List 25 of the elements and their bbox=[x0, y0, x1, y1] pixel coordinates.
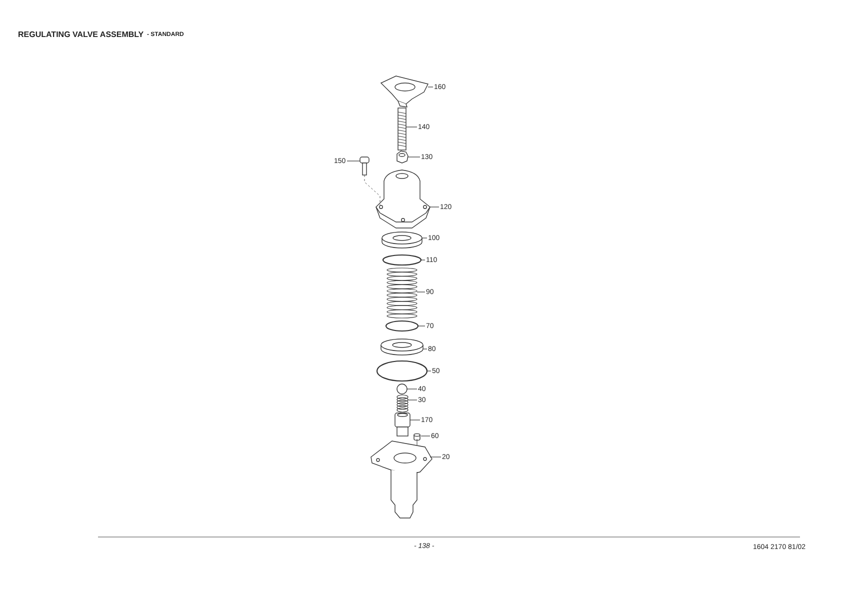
leader-line bbox=[406, 388, 418, 390]
leader-line bbox=[346, 160, 360, 162]
page-title: REGULATING VALVE ASSEMBLY bbox=[18, 31, 144, 39]
leader-line bbox=[430, 206, 440, 208]
alignment-line bbox=[364, 174, 380, 206]
knob-drawing bbox=[380, 76, 428, 108]
pin-drawing bbox=[414, 433, 420, 446]
leader-line bbox=[428, 86, 434, 88]
piston-disc-drawing bbox=[380, 338, 424, 356]
bolt-drawing bbox=[360, 156, 370, 176]
leader-line bbox=[426, 370, 432, 372]
leader-line bbox=[422, 348, 428, 350]
plug-drawing bbox=[394, 412, 410, 436]
leader-line bbox=[408, 156, 420, 158]
spring-drawing bbox=[396, 394, 408, 412]
o-ring-drawing bbox=[385, 320, 419, 332]
o-ring-drawing bbox=[376, 360, 428, 382]
spring-drawing bbox=[386, 268, 418, 318]
o-ring-drawing bbox=[382, 254, 422, 266]
ball-drawing bbox=[396, 384, 408, 394]
leader-line bbox=[430, 456, 442, 458]
leader-line bbox=[406, 126, 418, 128]
valve-body-drawing bbox=[370, 440, 432, 518]
nut-drawing bbox=[396, 150, 408, 164]
piston-disc-drawing bbox=[382, 232, 422, 248]
